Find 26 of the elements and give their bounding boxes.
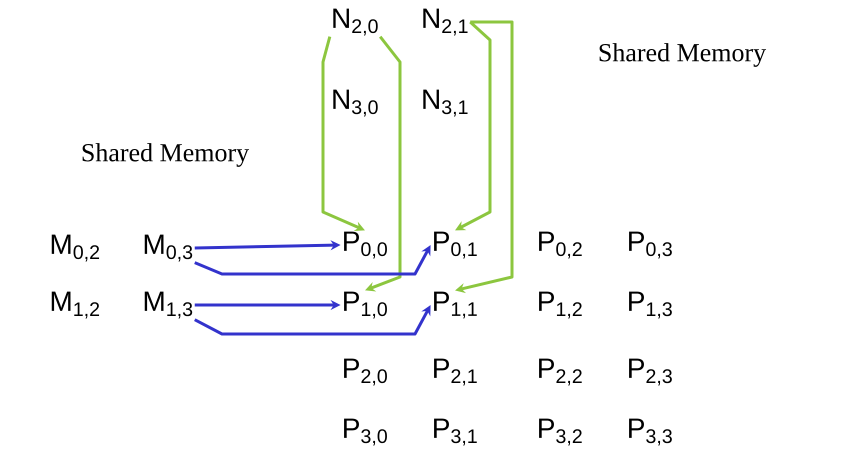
matrix-element: P$_{3,0}$ [344,418,387,446]
matrix-element: M$_{0,3}$ [144,234,192,262]
matrix-element: P$_{3,3}$ [629,418,672,446]
matrix-element: P$_{2,3}$ [629,358,672,386]
matrix-element: P$_{3,2}$ [539,418,582,446]
matrix-element: M$_{1,2}$ [52,292,100,318]
shared-memory-label: Shared Memory [82,143,250,167]
matrix-element: P$_{1,0}$ [344,292,387,318]
matrix-element: M$_{0,2}$ [52,234,100,262]
matrix-element: N$_{2,1}$ [423,8,468,36]
matrix-element: P$_{1,3}$ [629,292,672,318]
matrix-element: P$_{0,1}$ [434,232,477,258]
matrix-element: P$_{0,0}$ [344,232,387,258]
matrix-element: N$_{3,1}$ [423,90,468,116]
matrix-element: P$_{0,2}$ [539,232,582,258]
matrix-element: P$_{2,2}$ [539,358,582,386]
matrix-element: P$_{1,2}$ [539,292,582,318]
matrix-element: N$_{3,0}$ [333,90,378,116]
matrix-element: N$_{2,0}$ [333,8,378,36]
shared-memory-label: Shared Memory [600,43,766,67]
matrix-element: P$_{3,1}$ [434,418,477,446]
matrix-element: P$_{1,1}$ [434,292,477,318]
matrix-element: P$_{0,3}$ [629,232,672,258]
matrix-element: P$_{2,0}$ [344,358,387,386]
matrix-element: P$_{2,1}$ [434,358,477,386]
matrix-element: M$_{1,3}$ [144,292,192,318]
